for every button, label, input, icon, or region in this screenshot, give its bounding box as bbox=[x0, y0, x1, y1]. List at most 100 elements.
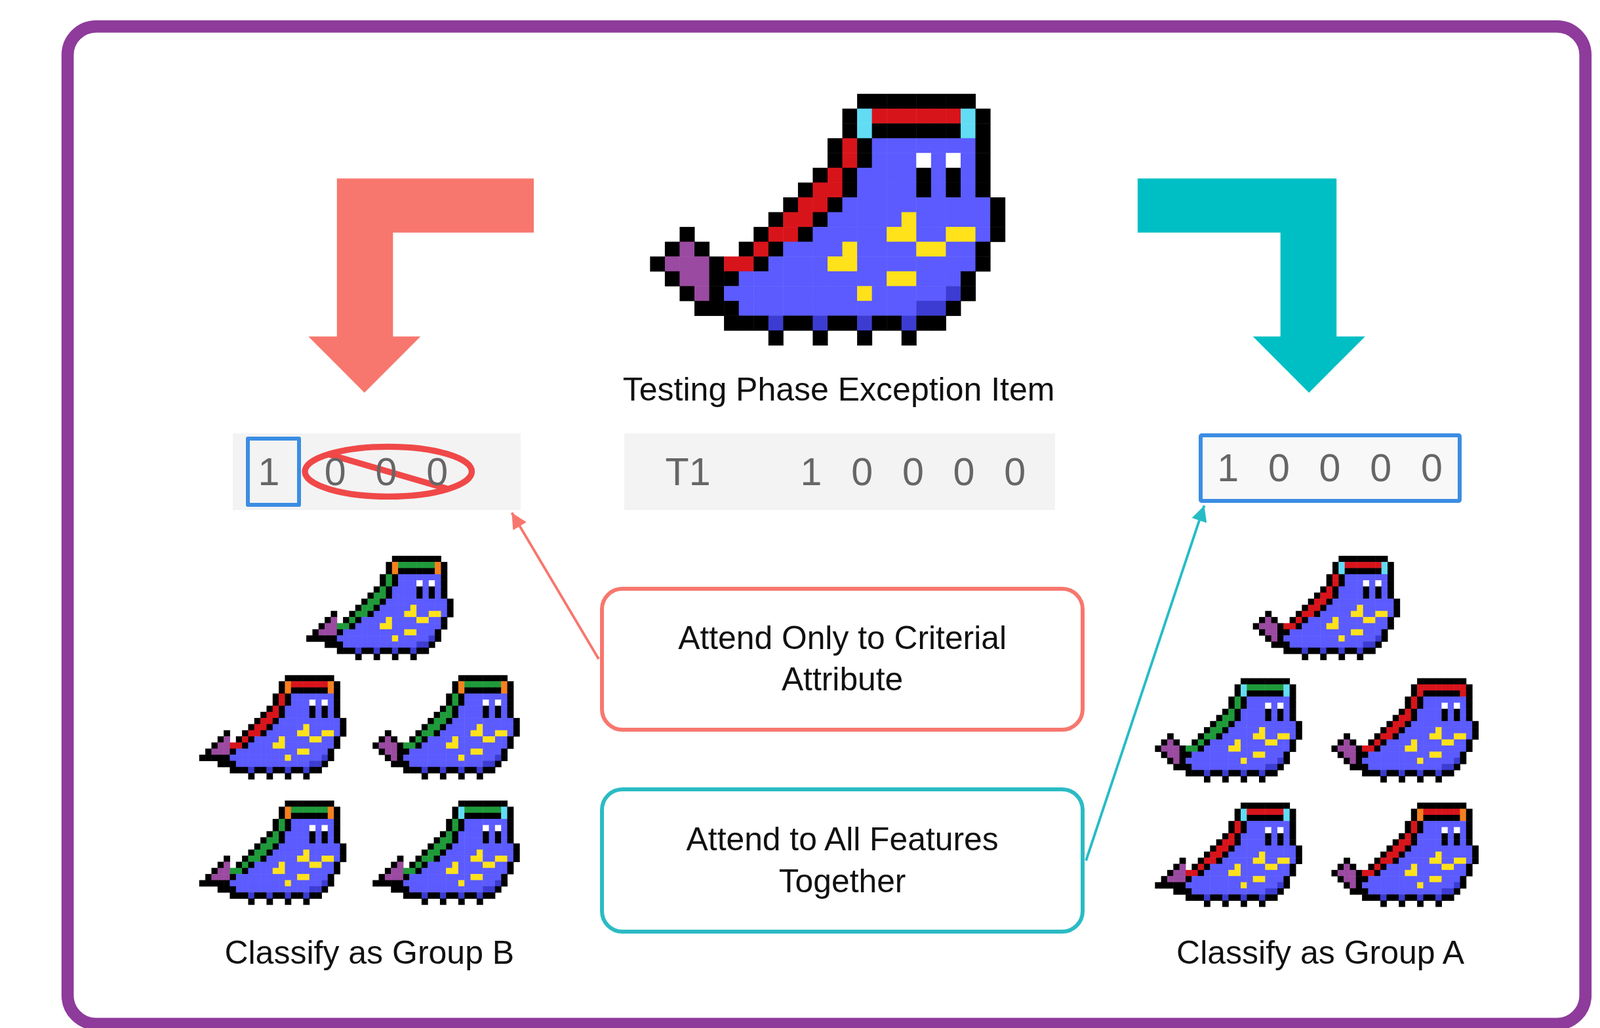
creature-pixel bbox=[339, 718, 347, 725]
creature-pixel bbox=[315, 837, 322, 844]
creature-pixel bbox=[1350, 561, 1358, 569]
creature-pixel bbox=[931, 300, 947, 317]
creature-pixel bbox=[1453, 690, 1461, 698]
creature-pixel bbox=[315, 880, 322, 887]
creature-pixel bbox=[464, 874, 471, 881]
creature-pixel bbox=[1222, 763, 1229, 771]
creature-pixel bbox=[1332, 629, 1340, 637]
creature-pixel bbox=[1228, 763, 1235, 771]
creature-pixel bbox=[1253, 739, 1260, 747]
creature-pixel bbox=[284, 718, 292, 725]
creature-pixel bbox=[440, 742, 447, 749]
creature-pixel bbox=[495, 831, 502, 839]
creature-pixel bbox=[260, 760, 267, 768]
creature-pixel bbox=[1295, 733, 1303, 740]
creature-pixel bbox=[857, 212, 873, 228]
creature-pixel bbox=[482, 675, 490, 682]
creature-pixel bbox=[217, 748, 225, 756]
creature-pixel bbox=[266, 892, 273, 900]
creature-pixel bbox=[272, 760, 280, 768]
creature-pixel bbox=[1277, 641, 1284, 648]
creature-pixel bbox=[975, 226, 991, 242]
creature-pixel bbox=[1369, 574, 1376, 581]
creature-pixel bbox=[842, 167, 858, 183]
creature-pixel bbox=[945, 152, 961, 168]
creature-pixel bbox=[321, 824, 328, 832]
creature-pixel bbox=[302, 861, 310, 869]
creature-pixel bbox=[1356, 617, 1364, 624]
creature-pixel bbox=[403, 567, 411, 575]
creature-pixel bbox=[272, 712, 280, 719]
creature-pixel bbox=[327, 813, 335, 820]
creature-pixel bbox=[315, 742, 322, 749]
creature-pixel bbox=[367, 604, 374, 612]
creature-pixel bbox=[1154, 745, 1162, 753]
creature-pixel bbox=[482, 736, 490, 743]
creature-pixel bbox=[470, 675, 478, 682]
creature-pixel bbox=[458, 868, 465, 875]
creature-pixel bbox=[254, 843, 261, 850]
creature-pixel bbox=[254, 892, 261, 900]
creature-pixel bbox=[489, 855, 496, 863]
creature-pixel bbox=[1240, 751, 1248, 759]
creature-pixel bbox=[241, 748, 249, 756]
creature-pixel bbox=[1363, 598, 1370, 606]
creature-pixel bbox=[482, 693, 490, 701]
creature-pixel bbox=[1240, 702, 1248, 710]
creature-pixel bbox=[975, 197, 991, 213]
creature-pixel bbox=[482, 705, 490, 713]
creature-pixel bbox=[428, 617, 436, 624]
creature-pixel bbox=[1338, 611, 1345, 618]
creature-pixel bbox=[284, 813, 292, 820]
creature-pixel bbox=[373, 622, 381, 630]
creature-pixel bbox=[229, 892, 237, 900]
creature-pixel bbox=[278, 824, 286, 832]
creature-pixel bbox=[495, 886, 502, 894]
creature-pixel bbox=[482, 819, 490, 826]
creature-pixel bbox=[410, 574, 418, 581]
creature-pixel bbox=[384, 868, 392, 875]
creature-pixel bbox=[1338, 604, 1345, 612]
creature-pixel bbox=[254, 742, 261, 749]
creature-pixel bbox=[321, 675, 328, 682]
creature-pixel bbox=[390, 874, 398, 881]
creature-pixel bbox=[1375, 580, 1382, 587]
creature-pixel bbox=[241, 874, 249, 881]
creature-pixel bbox=[327, 718, 335, 725]
creature-pixel bbox=[1381, 574, 1389, 581]
creature-pixel bbox=[236, 742, 243, 749]
creature-pixel bbox=[1271, 708, 1279, 716]
creature-pixel bbox=[309, 681, 317, 688]
creature-pixel bbox=[327, 675, 335, 682]
creature-pixel bbox=[694, 241, 710, 258]
creature-pixel bbox=[1264, 690, 1272, 698]
creature-pixel bbox=[284, 767, 292, 774]
creature-pixel bbox=[1203, 751, 1211, 759]
creature-pixel bbox=[1344, 611, 1352, 618]
creature-pixel bbox=[272, 693, 280, 701]
creature-pixel bbox=[445, 760, 453, 768]
creature-pixel bbox=[931, 123, 947, 139]
creature-pixel bbox=[1253, 690, 1260, 698]
creature-pixel bbox=[495, 874, 502, 881]
creature-pixel bbox=[229, 754, 237, 762]
creature-pixel bbox=[297, 760, 304, 768]
creature-pixel bbox=[513, 723, 520, 731]
creature-pixel bbox=[1369, 622, 1376, 630]
creature-pixel bbox=[302, 681, 310, 688]
creature-pixel bbox=[1363, 561, 1370, 569]
creature-pixel bbox=[1295, 622, 1303, 630]
creature-pixel bbox=[1435, 690, 1442, 698]
creature-pixel bbox=[500, 730, 508, 738]
creature-pixel bbox=[470, 736, 478, 743]
creature-pixel bbox=[1320, 629, 1327, 637]
creature-pixel bbox=[1259, 622, 1266, 630]
creature-pixel bbox=[1216, 763, 1223, 771]
creature-pixel bbox=[409, 874, 416, 881]
creature-pixel bbox=[1441, 678, 1448, 685]
creature-pixel bbox=[482, 800, 490, 808]
creature-pixel bbox=[309, 855, 317, 863]
creature-pixel bbox=[975, 212, 991, 228]
creature-pixel bbox=[445, 837, 453, 844]
creature-pixel bbox=[452, 723, 460, 731]
